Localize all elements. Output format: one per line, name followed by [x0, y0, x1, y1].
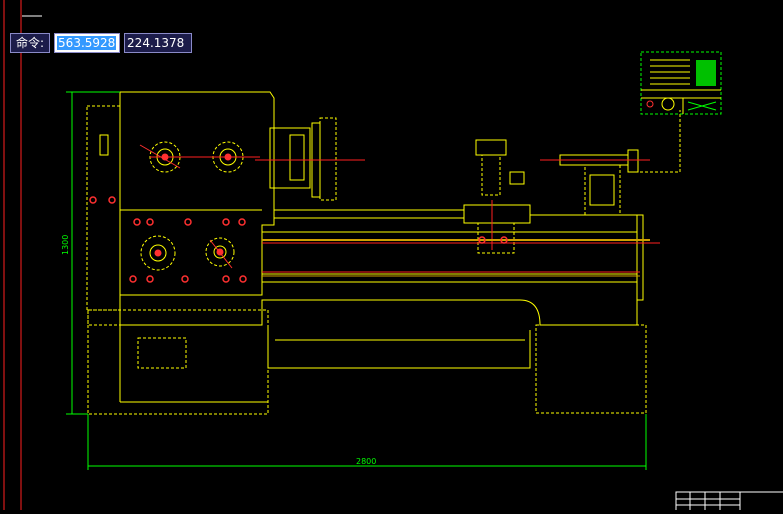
width-dimension-label: 2800 — [356, 457, 376, 466]
gear-axes — [139, 144, 233, 269]
gear-3 — [140, 235, 176, 271]
headstock-body — [119, 91, 275, 296]
apron — [477, 222, 515, 254]
tailstock-body — [584, 164, 621, 216]
tool-post — [475, 139, 507, 156]
spindle-housing — [269, 127, 311, 189]
lathe-drawing — [86, 91, 681, 415]
height-dimension-label: 1300 — [61, 235, 70, 255]
headstock-slot — [99, 134, 109, 156]
bed-base — [267, 325, 531, 369]
command-label: 命令: — [10, 33, 51, 53]
center-lines — [150, 156, 660, 273]
command-bar: 命令: 563.5928 224.1378 — [10, 33, 193, 53]
bolt-holes — [89, 196, 508, 283]
cabinet-door — [137, 337, 187, 369]
title-block — [675, 491, 783, 513]
x-coordinate-value[interactable]: 563.5928 — [57, 36, 117, 50]
headstock-left-panel — [86, 105, 121, 311]
right-cabinet — [535, 324, 647, 414]
left-cabinet — [87, 309, 269, 415]
chuck — [319, 117, 337, 201]
control-panel — [640, 51, 722, 115]
gear-4 — [205, 237, 235, 267]
x-coordinate-input[interactable]: 563.5928 — [54, 33, 121, 53]
carriage — [463, 204, 531, 224]
dimension-lines — [66, 91, 647, 470]
y-coordinate-input[interactable]: 224.1378 — [124, 33, 193, 53]
chip-tray — [119, 282, 638, 326]
